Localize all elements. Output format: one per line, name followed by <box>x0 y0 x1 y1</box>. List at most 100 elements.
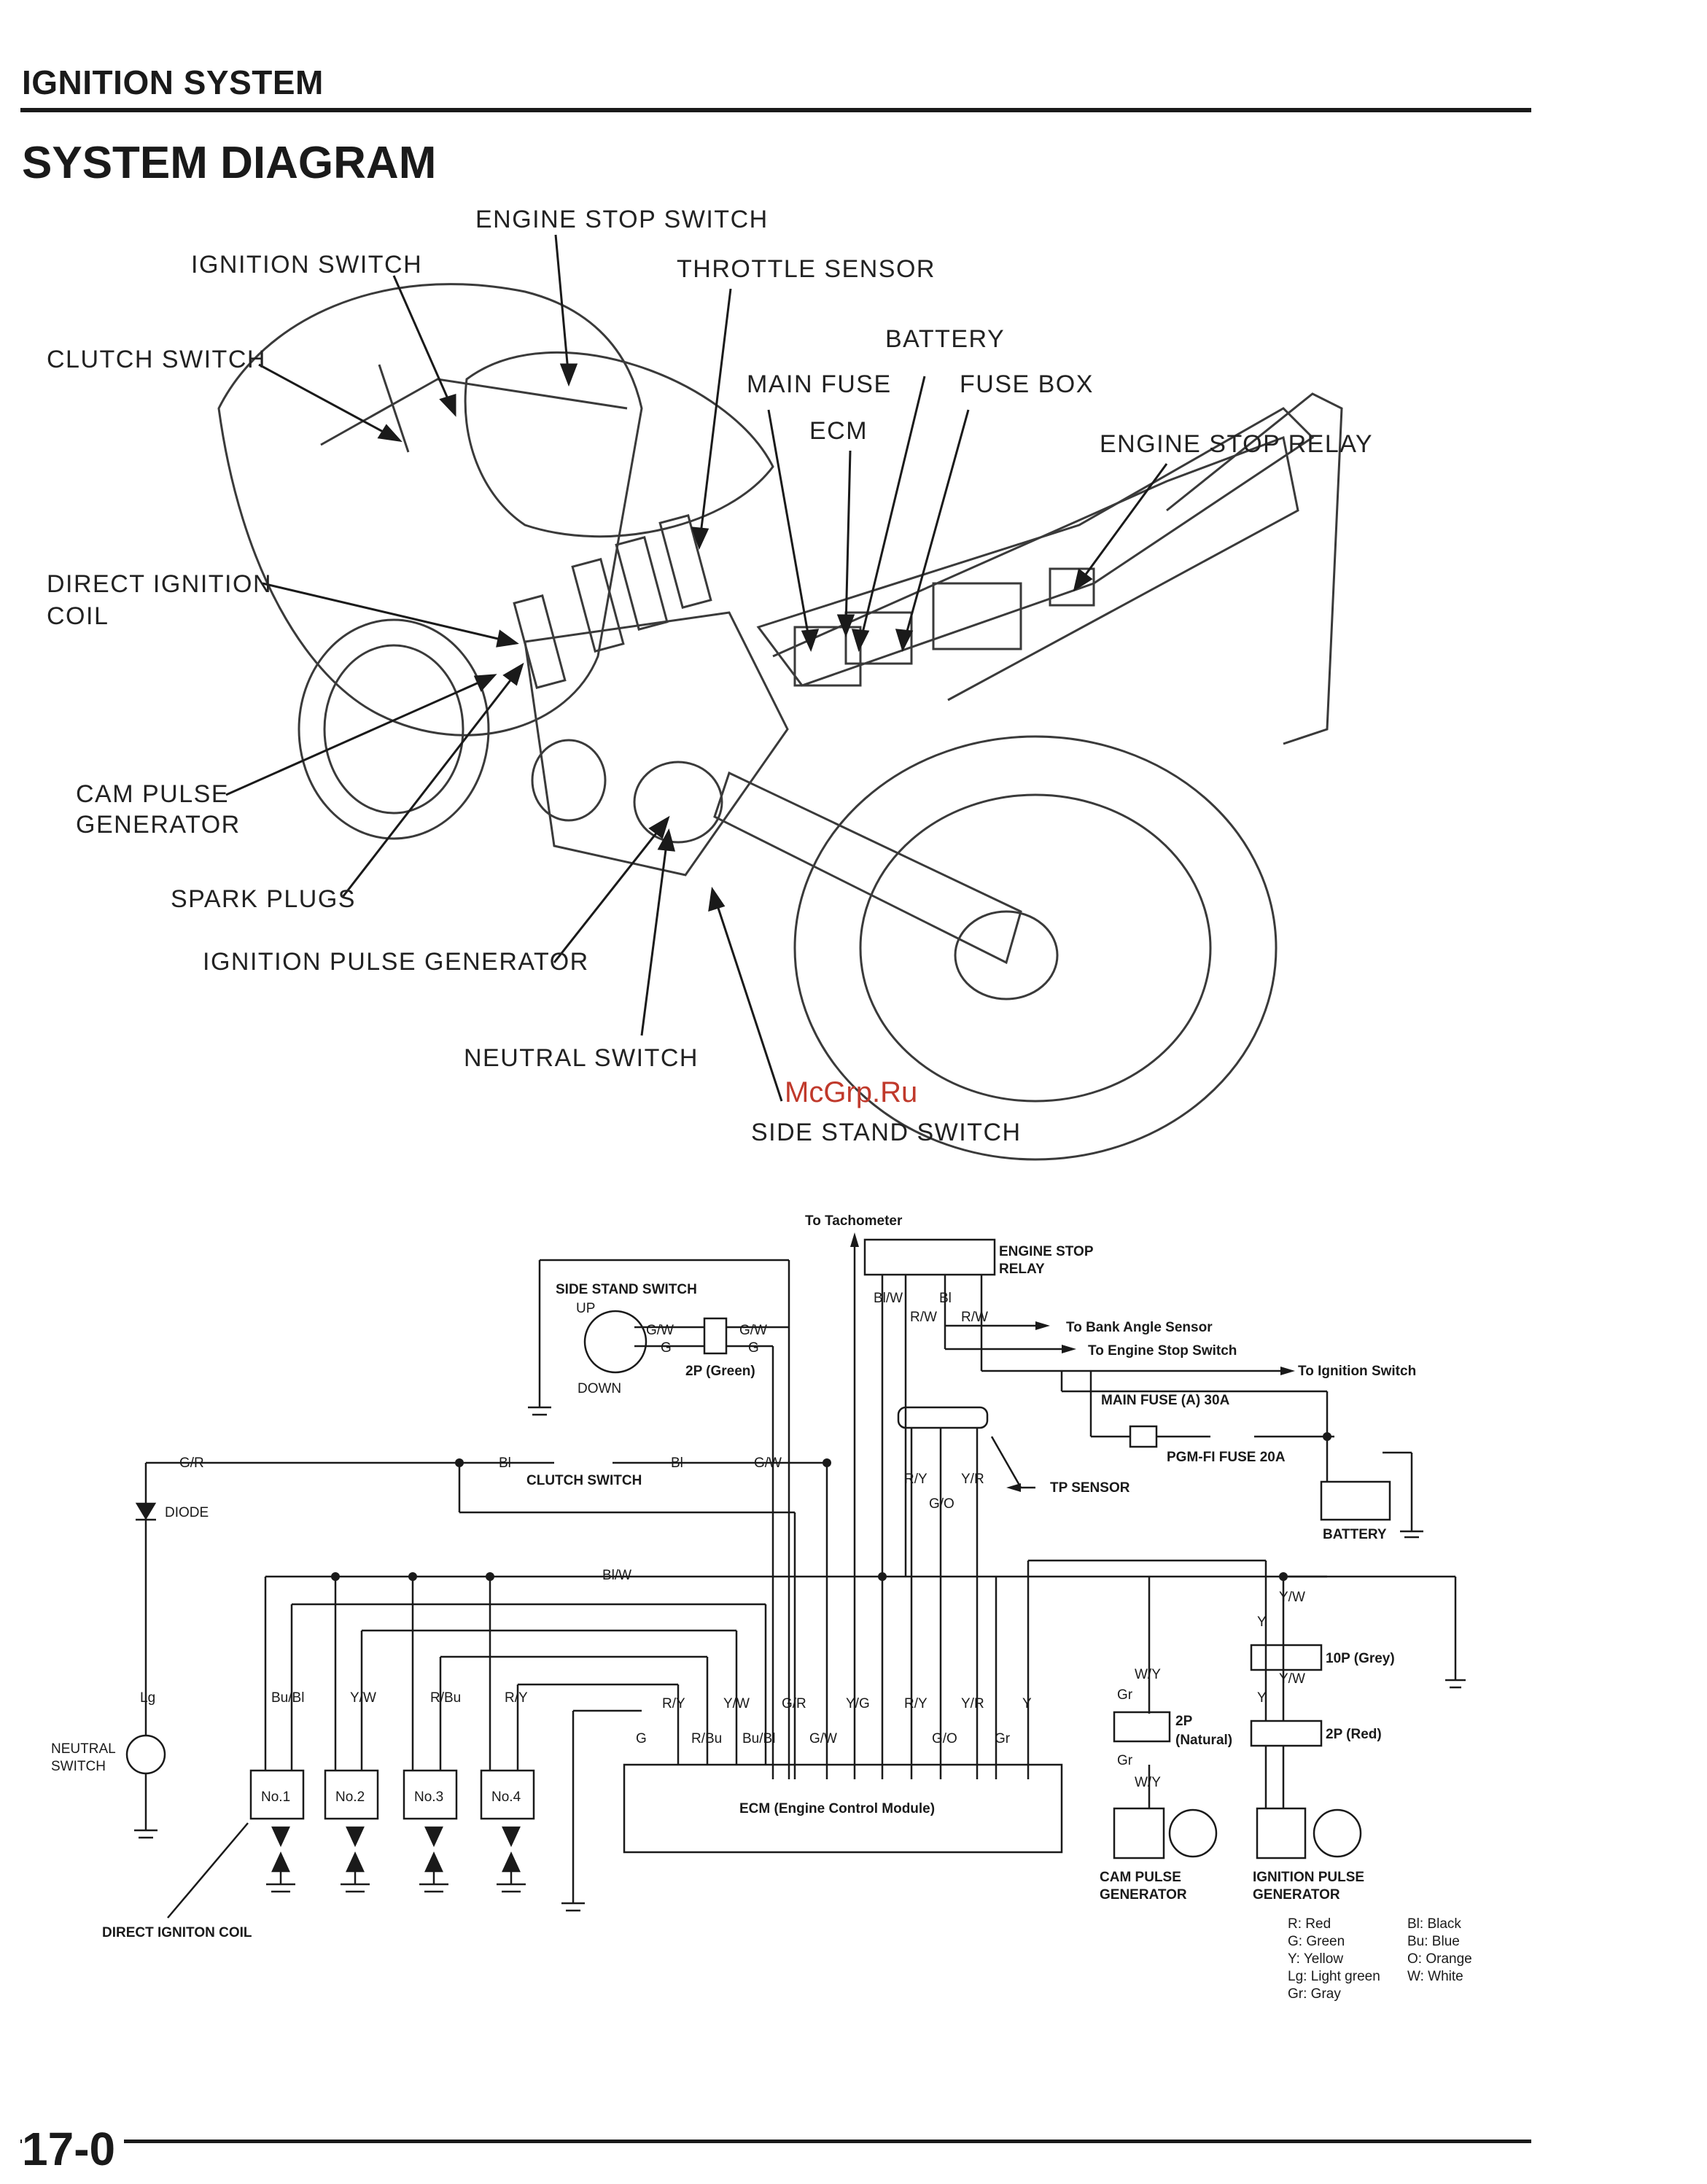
callout-cam-pulse-generator-1: CAM PULSE <box>76 780 229 808</box>
callout-fuse-box: FUSE BOX <box>960 370 1094 398</box>
wire-tag: Y/R <box>961 1696 984 1711</box>
cam-pulse-generator-label-2: GENERATOR <box>1100 1887 1187 1903</box>
wire-color-legend: R: Red G: Green Y: Yellow Lg: Light gree… <box>1288 1916 1472 2002</box>
callout-throttle-sensor: THROTTLE SENSOR <box>677 255 936 283</box>
watermark: McGrp.Ru <box>785 1076 918 1108</box>
coil-box-3 <box>403 1769 458 1820</box>
wire-tag: R/Bu <box>430 1690 461 1706</box>
wire-tag: G <box>748 1340 759 1356</box>
callout-ignition-switch: IGNITION SWITCH <box>191 251 423 279</box>
wire-tag: Y/W <box>350 1690 376 1706</box>
ecm-box <box>623 1763 1063 1854</box>
side-stand-switch-symbol <box>583 1310 648 1374</box>
diode-label: DIODE <box>165 1505 209 1520</box>
wire-tag: R/W <box>961 1310 988 1325</box>
fuel-tank <box>464 351 774 538</box>
ignition-pulse-generator-label-2: GENERATOR <box>1253 1887 1340 1903</box>
wire-tag: Y/W <box>1279 1590 1305 1605</box>
wire-tag: G/R <box>179 1456 204 1471</box>
legend-item: Gr: Gray <box>1288 1986 1341 2002</box>
ignition-pulse-generator-label-1: IGNITION PULSE <box>1253 1870 1364 1885</box>
wire-tag: R/W <box>910 1310 937 1325</box>
legend-item: G: Green <box>1288 1934 1345 1949</box>
front-wheel <box>298 618 490 840</box>
wire-tag: Y/G <box>846 1696 870 1711</box>
tp-sensor-label: TP SENSOR <box>1050 1480 1130 1496</box>
wire-tag: Bu/Bl <box>742 1731 775 1746</box>
coil-2-label: No.2 <box>335 1789 365 1805</box>
cam-pulse-generator-box <box>1113 1807 1165 1859</box>
callout-direct-ignition-coil-1: DIRECT IGNITION <box>47 570 272 598</box>
wire-tag: Gr <box>995 1731 1011 1746</box>
wire-tag: Bl/W <box>874 1291 903 1306</box>
coil-box-2 <box>324 1769 379 1820</box>
coil-1-label: No.1 <box>261 1789 290 1805</box>
wire-tag: Y/W <box>1279 1671 1305 1687</box>
wire-tag: Y <box>1257 1614 1267 1630</box>
wire-tag: R/Y <box>904 1696 928 1711</box>
wire-tag: Gr <box>1117 1687 1133 1703</box>
wire-tag: Bl <box>671 1456 683 1471</box>
legend-item: Bu: Blue <box>1407 1934 1460 1949</box>
legend-item: O: Orange <box>1407 1951 1472 1967</box>
engine-stop-relay-label-2: RELAY <box>999 1262 1045 1277</box>
wire-tag: Bl <box>939 1291 952 1306</box>
engine-stop-relay-box <box>863 1238 996 1276</box>
engine-stop-relay-label-1: ENGINE STOP <box>999 1244 1094 1259</box>
wire-tag: Y <box>1257 1690 1267 1706</box>
footer-rule <box>20 2140 1531 2143</box>
conn-2p-natural-label-2: (Natural) <box>1175 1733 1232 1748</box>
wire-tag: R/Bu <box>691 1731 722 1746</box>
coil-3-label: No.3 <box>414 1789 443 1805</box>
ignition-pulse-generator-box <box>1256 1807 1307 1859</box>
wire-tag: Bu/Bl <box>271 1690 304 1706</box>
up-label: UP <box>576 1301 595 1316</box>
conn-2p-green-label: 2P (Green) <box>685 1364 755 1379</box>
wire-tag: R/Y <box>505 1690 528 1706</box>
callout-ecm: ECM <box>809 417 868 445</box>
coil-box-4 <box>480 1769 535 1820</box>
swingarm <box>713 771 1022 965</box>
wire-tag: G/O <box>932 1731 957 1746</box>
legend-item: R: Red <box>1288 1916 1331 1932</box>
neutral-switch-symbol <box>125 1734 166 1775</box>
callout-battery: BATTERY <box>885 325 1006 353</box>
wire-tag: G/R <box>782 1696 806 1711</box>
callout-cam-pulse-generator-2: GENERATOR <box>76 811 241 839</box>
handlebar <box>320 378 628 446</box>
wire-tag: Lg <box>140 1690 155 1706</box>
down-label: DOWN <box>578 1381 621 1396</box>
wire-tag: G <box>636 1731 647 1746</box>
conn-2p-natural-label-1: 2P <box>1175 1714 1193 1729</box>
callout-spark-plugs: SPARK PLUGS <box>171 885 356 913</box>
to-ignition-switch-label: To Ignition Switch <box>1298 1364 1416 1379</box>
page-heading: SYSTEM DIAGRAM <box>22 138 437 188</box>
to-bank-angle-sensor-label: To Bank Angle Sensor <box>1066 1320 1213 1335</box>
fairing <box>217 283 643 737</box>
coil-4-label: No.4 <box>491 1789 521 1805</box>
wire-tag: W/Y <box>1135 1775 1161 1790</box>
pgm-fi-fuse-label: PGM-FI FUSE 20A <box>1167 1450 1286 1465</box>
wire-tag: G/W <box>754 1456 782 1471</box>
battery-box <box>1320 1480 1391 1521</box>
wire-tag: G/W <box>646 1323 674 1338</box>
wire-tag: G/W <box>739 1323 767 1338</box>
wire-tag: W/Y <box>1135 1667 1161 1682</box>
coil-box-1 <box>249 1769 305 1820</box>
wire-tag: Gr <box>1117 1753 1133 1768</box>
conn-2p-red-label: 2P (Red) <box>1326 1727 1382 1742</box>
to-engine-stop-switch-label: To Engine Stop Switch <box>1088 1343 1237 1359</box>
neutral-switch-label-2: SWITCH <box>51 1759 106 1774</box>
to-tachometer-label: To Tachometer <box>805 1213 903 1229</box>
legend-item: W: White <box>1407 1969 1463 1984</box>
pgm-fi-fuse-holder <box>1129 1425 1158 1448</box>
callout-engine-stop-switch: ENGINE STOP SWITCH <box>475 206 769 233</box>
callout-direct-ignition-coil-2: COIL <box>47 602 109 630</box>
wire-tag: G <box>661 1340 672 1356</box>
wire-tag: Bl <box>499 1456 511 1471</box>
callout-side-stand-switch: SIDE STAND SWITCH <box>751 1119 1022 1146</box>
ecm-label: ECM (Engine Control Module) <box>739 1801 935 1816</box>
callout-clutch-switch: CLUTCH SWITCH <box>47 346 266 373</box>
clutch-switch-label: CLUTCH SWITCH <box>526 1473 642 1488</box>
